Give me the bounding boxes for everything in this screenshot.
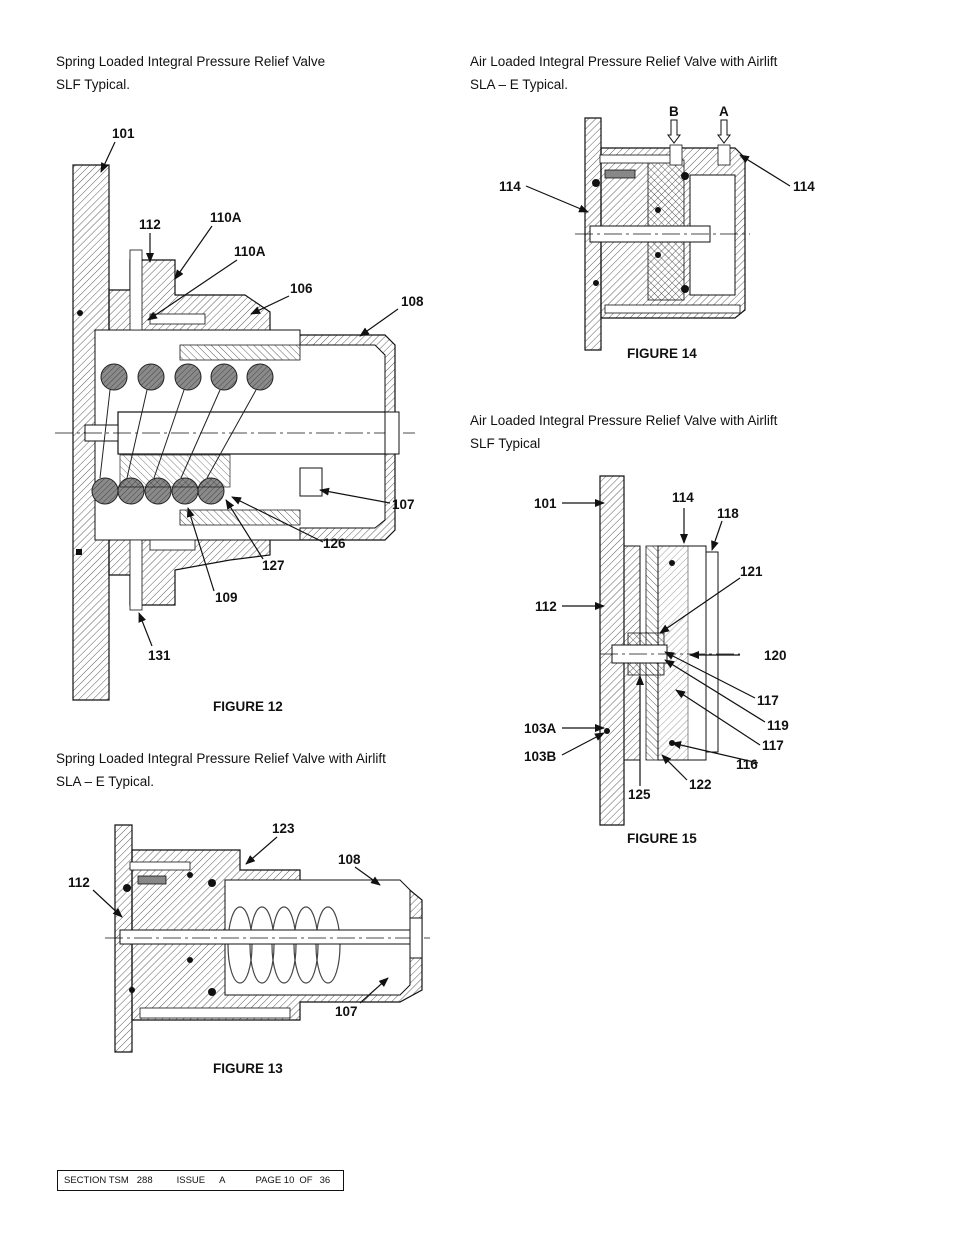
callout-label: 114 xyxy=(672,490,694,505)
callout-label: 117 xyxy=(757,693,779,708)
caption-figure-14: Air Loaded Integral Pressure Relief Valv… xyxy=(470,50,777,96)
callout-label: 112 xyxy=(139,217,161,232)
callout-label: 109 xyxy=(215,590,238,605)
callout-label: 127 xyxy=(262,558,285,573)
callout-label: 116 xyxy=(736,757,758,772)
callout-label: A xyxy=(719,104,729,119)
callout-label: 119 xyxy=(767,718,789,733)
callout-label: 108 xyxy=(401,294,424,309)
callout-label: 107 xyxy=(335,1004,358,1019)
callout-label: 103B xyxy=(524,749,557,764)
callout-label: 101 xyxy=(534,496,557,511)
caption-line: SLF Typical xyxy=(470,436,541,451)
callout-label: 107 xyxy=(392,497,415,512)
caption-line: Spring Loaded Integral Pressure Relief V… xyxy=(56,54,326,69)
callout-label: 103A xyxy=(524,721,557,736)
figure-14-callouts: B A 114 114 xyxy=(499,104,815,194)
caption-line: Air Loaded Integral Pressure Relief Valv… xyxy=(470,413,778,428)
callout-label: 110A xyxy=(210,210,242,225)
callout-label: 101 xyxy=(112,126,135,141)
callout-label: 123 xyxy=(272,821,295,836)
footer-section-label: SECTION TSM xyxy=(64,1175,129,1186)
callout-label: 106 xyxy=(290,281,313,296)
caption-figure-12: Spring Loaded Integral Pressure Relief V… xyxy=(56,50,325,96)
callout-label: B xyxy=(669,104,679,119)
callout-label: 114 xyxy=(793,179,815,194)
callout-label: 122 xyxy=(689,777,712,792)
footer-total-pages: 36 xyxy=(319,1175,331,1186)
footer-section-value: 288 xyxy=(136,1175,153,1186)
caption-figure-15: Air Loaded Integral Pressure Relief Valv… xyxy=(470,409,777,455)
figure-12-drawing xyxy=(55,164,415,701)
figure-12-title: FIGURE 12 xyxy=(213,699,283,714)
footer-page-label: PAGE 10 xyxy=(255,1175,295,1186)
figure-13-callouts: 123 108 112 107 xyxy=(68,821,361,1019)
figure-15-leaders xyxy=(561,499,766,786)
figure-15-title: FIGURE 15 xyxy=(627,831,697,846)
callout-label: 108 xyxy=(338,852,361,867)
callout-label: 112 xyxy=(535,599,557,614)
caption-line: Spring Loaded Integral Pressure Relief V… xyxy=(56,751,386,766)
caption-line: Air Loaded Integral Pressure Relief Valv… xyxy=(470,54,778,69)
caption-line: SLA – E Typical. xyxy=(56,774,155,789)
callout-label: 126 xyxy=(323,536,346,551)
figure-15-callouts: 101 114 118 121 112 120 117 119 117 103A… xyxy=(524,490,789,802)
callout-label: 118 xyxy=(717,506,739,521)
caption-figure-13: Spring Loaded Integral Pressure Relief V… xyxy=(56,747,386,793)
callout-label: 117 xyxy=(762,738,784,753)
figure-13-leaders xyxy=(92,836,389,1004)
callout-label: 131 xyxy=(148,648,171,663)
figure-14-drawing xyxy=(575,117,750,351)
callout-label: 112 xyxy=(68,875,90,890)
figure-14-title: FIGURE 14 xyxy=(627,346,697,361)
caption-line: SLF Typical. xyxy=(56,77,131,92)
callout-label: 125 xyxy=(628,787,651,802)
section-footer-box: SECTION TSM 288 ISSUE A PAGE 10 OF 36 xyxy=(57,1170,344,1191)
figure-12-leaders xyxy=(100,141,399,647)
footer-of-label: OF xyxy=(299,1175,313,1186)
footer-issue-value: A xyxy=(219,1175,226,1186)
figure-13-title: FIGURE 13 xyxy=(213,1061,283,1076)
figure-14-leaders xyxy=(525,154,791,213)
caption-line: SLA – E Typical. xyxy=(470,77,569,92)
callout-label: 110A xyxy=(234,244,266,259)
figure-13-drawing xyxy=(105,824,430,1053)
figure-12-callouts: 101 112 110A 110A 106 108 107 126 127 10… xyxy=(112,126,424,663)
callout-label: 114 xyxy=(499,179,521,194)
callout-label: 121 xyxy=(740,564,763,579)
callout-label: 120 xyxy=(764,648,787,663)
footer-issue-label: ISSUE xyxy=(176,1175,206,1186)
